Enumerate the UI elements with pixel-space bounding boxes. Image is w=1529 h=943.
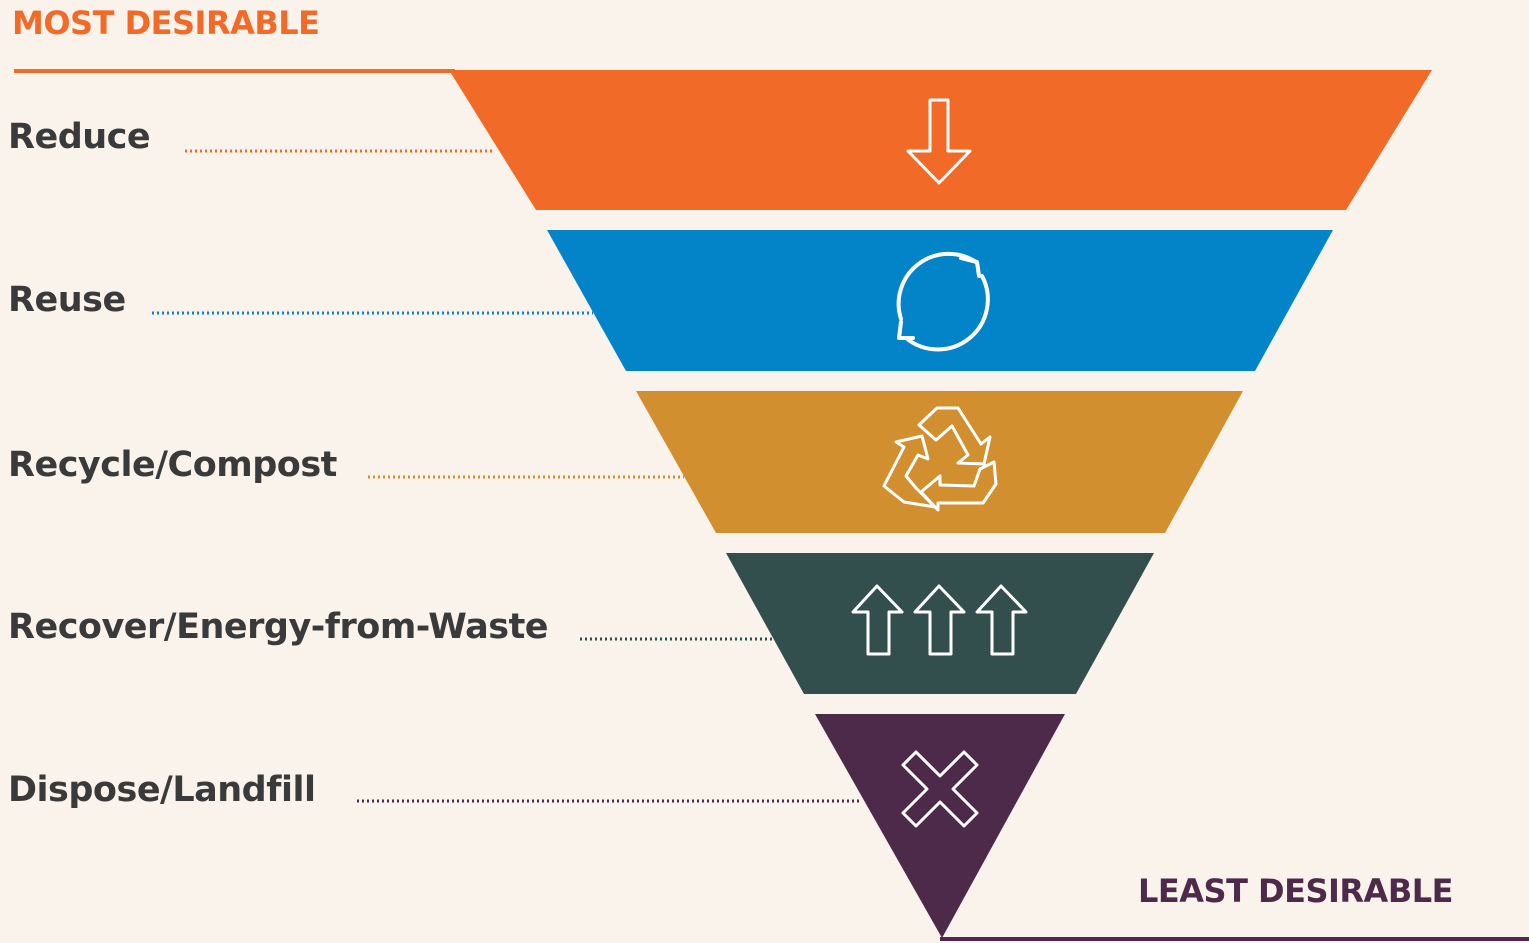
down-arrow-icon [906, 98, 972, 185]
least-desirable-label: LEAST DESIRABLE [1138, 872, 1453, 910]
recycle-icon [882, 406, 998, 512]
tier-recycle [636, 391, 1243, 533]
tier-reduce [449, 70, 1432, 210]
tier-label-reuse: Reuse [8, 280, 126, 320]
most-desirable-label: MOST DESIRABLE [12, 4, 320, 42]
refresh-icon [896, 251, 990, 352]
tier-label-recover-energy-from-waste: Recover/Energy-from-Waste [8, 607, 549, 647]
tier-label-reduce: Reduce [8, 117, 151, 157]
tier-reuse [547, 230, 1333, 371]
x-icon [901, 750, 979, 828]
tier-label-dispose-landfill: Dispose/Landfill [8, 770, 316, 810]
tier-recover [726, 553, 1154, 694]
tier-label-recycle-compost: Recycle/Compost [8, 445, 337, 485]
up-arrows-icon [851, 584, 1028, 656]
tier-dispose [815, 714, 1065, 938]
